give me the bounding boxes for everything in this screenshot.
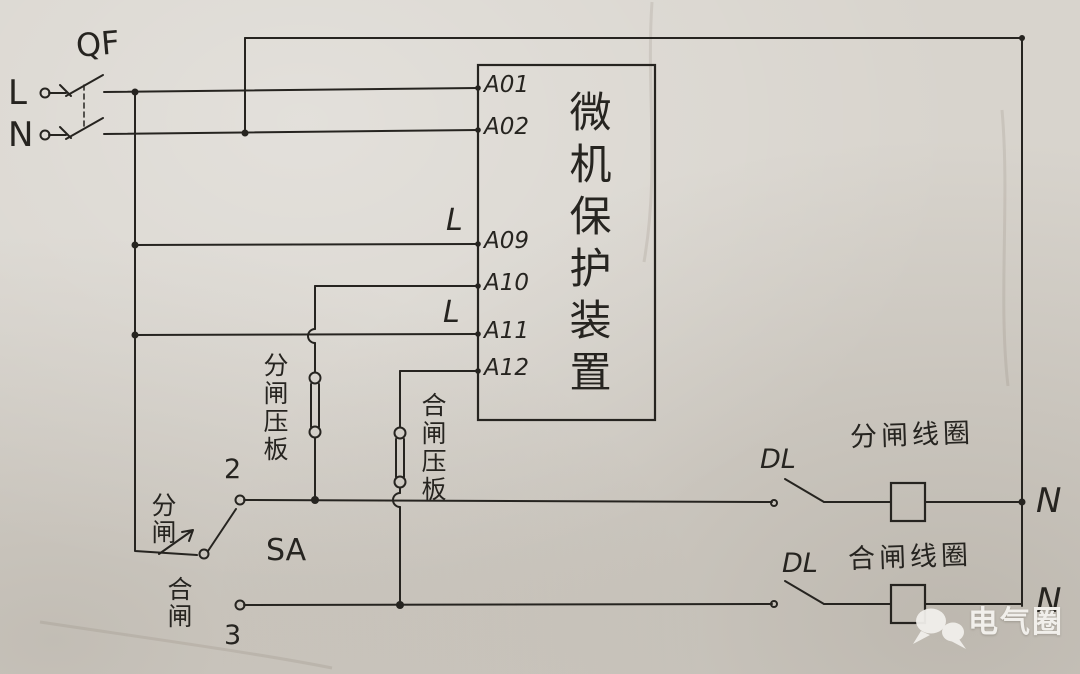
dl1-blade [784,478,825,503]
trip-arrow [158,529,194,555]
terminal-a10-label: A10 [484,270,530,296]
trip-plate-top [308,371,322,385]
l-input-label: L [8,73,27,113]
close-coil-label: 合闸线圈 [847,539,973,576]
sa-contact-3 [234,599,246,611]
dl2-blade [784,580,825,605]
close-plate-bottom [393,475,407,489]
sa-trip-position-label: 分闸 [148,492,177,546]
sa-contact-2 [234,494,246,506]
sa-close-position-label: 合闸 [164,576,193,630]
boxes [476,63,927,625]
wechat-icon [913,608,966,649]
close-plate-link [395,438,405,478]
sa-common [198,548,210,560]
a10-crossover-hop [307,328,316,344]
trip-plate-label: 分闸压板 [260,352,289,464]
qf-tick-l [59,84,72,97]
terminal-a12-label: A12 [484,355,530,381]
dl1-contact-label: DL [760,444,796,475]
qf-blade-n [65,117,104,140]
terminals-open [39,87,778,611]
l-bus-wire [134,90,198,556]
dl2-contact-label: DL [782,548,818,579]
terminal-a09-label: A09 [484,228,530,254]
close-plate-top [393,426,407,440]
n-input-label: N [8,115,34,155]
trip-plate-bottom [308,425,322,439]
watermark-text: 电气圈 [968,605,1064,640]
protection-device-box [476,63,657,422]
dl1-contact [770,499,778,507]
trip-plate-link [310,383,320,428]
sa-switch-label: SA [266,533,307,568]
n-input-terminal [39,129,51,141]
close-row-wire [243,603,773,606]
a11-wire [134,333,479,336]
live-mark-a11: L [443,295,460,330]
l-input-terminal [39,87,51,99]
n-row-wire [103,129,479,135]
terminal-a11-label: A11 [484,318,530,344]
device-name-label: 微机保护装置 [563,90,612,402]
dl2-contact [770,600,778,608]
trip-row-wire [243,499,773,503]
terminal-a01-label: A01 [484,72,530,98]
close-plate-label: 合闸压板 [418,392,447,504]
n-right-bottom-label: N [1036,581,1062,621]
contact-2-label: 2 [224,454,242,485]
live-mark-a09: L [446,203,463,238]
close-coil-box [889,583,927,625]
paper-creases [39,1,1010,670]
wiring [48,37,1023,607]
junction-dots [131,35,1026,609]
contact-3-label: 3 [224,620,242,651]
trip-coil-box [889,481,927,523]
trip-coil-label: 分闸线圈 [849,417,975,454]
a09-wire [134,243,479,246]
qf-breaker-label: QF [74,23,122,65]
n-right-top-label: N [1036,481,1062,521]
l-row-wire [103,87,479,93]
sa-arm [207,508,237,552]
qf-tick-n [59,126,72,139]
terminal-a02-label: A02 [484,114,530,140]
